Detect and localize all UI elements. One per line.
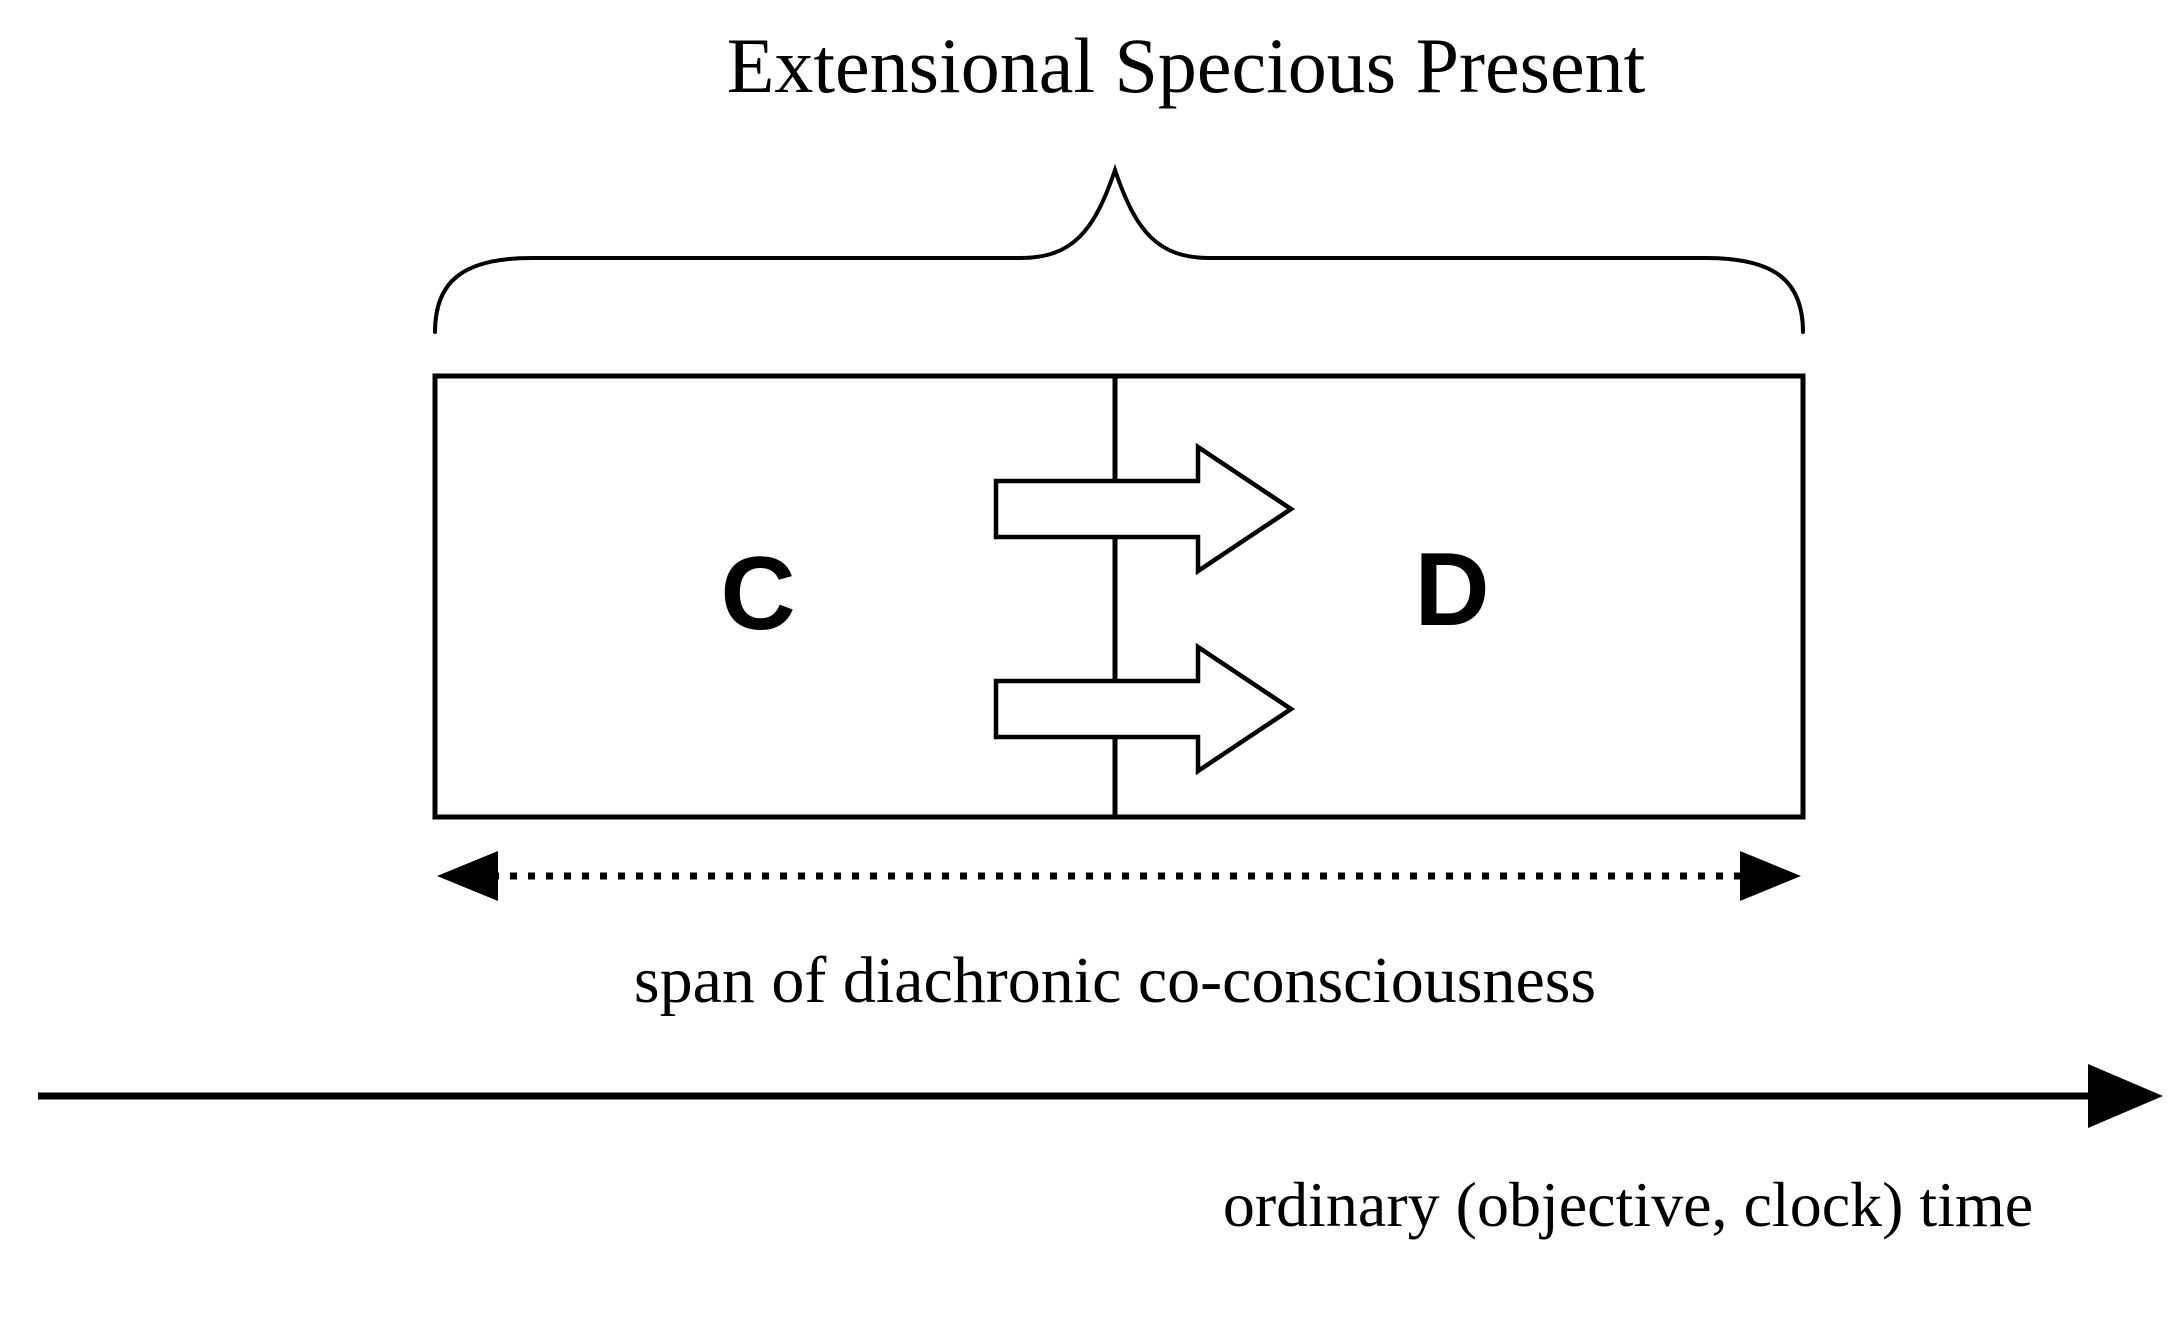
right-box-label: D xyxy=(1414,532,1490,648)
specious-present-box xyxy=(432,373,1806,820)
span-arrow-right-head-icon xyxy=(1740,851,1801,901)
diagram-title: Extensional Specious Present xyxy=(726,22,1646,109)
time-label: ordinary (objective, clock) time xyxy=(1222,1169,2034,1240)
span-arrow-left-head-icon xyxy=(437,851,498,901)
timeline-arrow-head-icon xyxy=(2088,1064,2163,1128)
flow-arrow-top-icon xyxy=(993,442,1296,576)
span-label: span of diachronic co-consciousness xyxy=(633,944,1597,1017)
left-box-label: C xyxy=(720,536,796,652)
flow-arrow-bottom-icon xyxy=(993,642,1296,776)
timeline-arrow xyxy=(38,1064,2163,1128)
span-arrow xyxy=(437,851,1801,901)
curly-brace xyxy=(433,163,1805,334)
